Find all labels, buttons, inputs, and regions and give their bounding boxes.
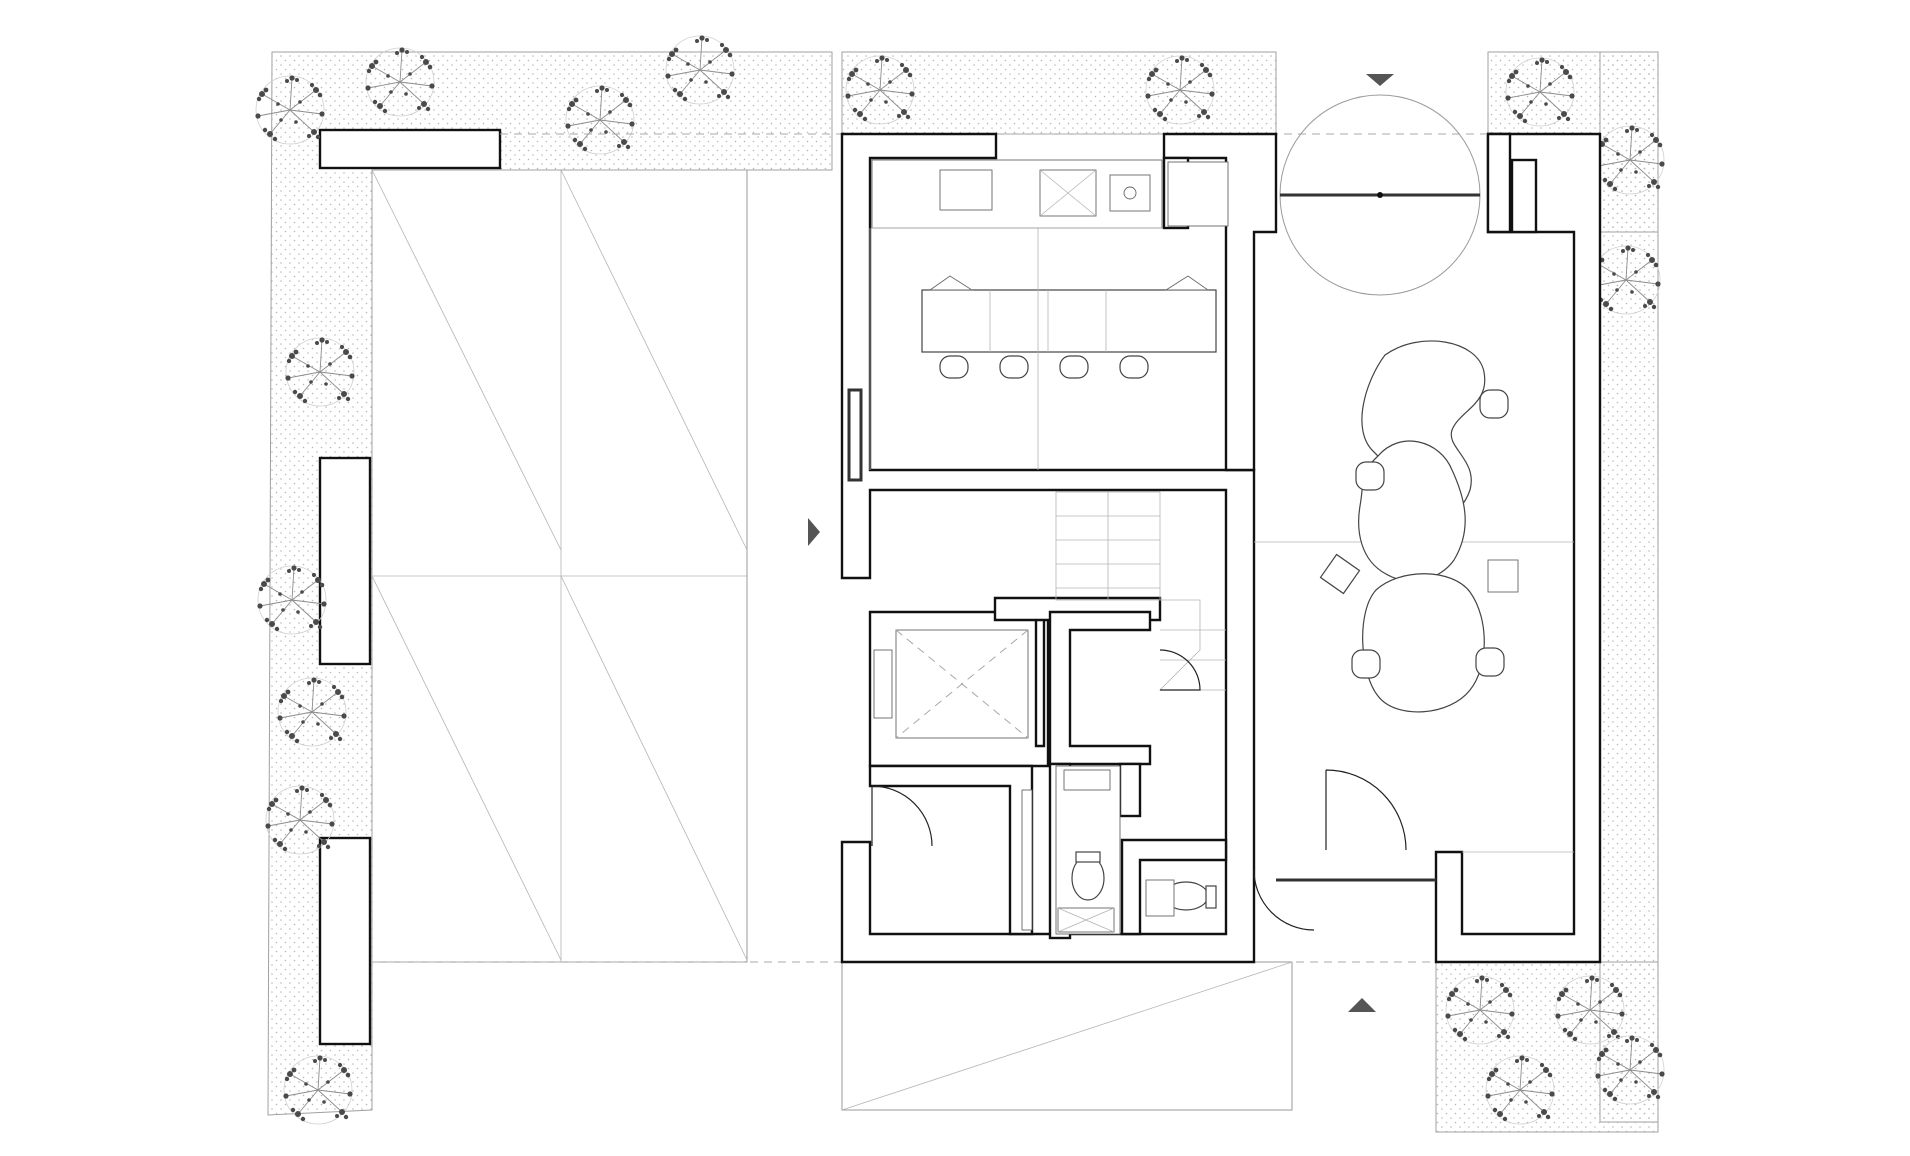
- bathrooms: [1021, 765, 1217, 935]
- drain-cross-2: [1057, 907, 1115, 933]
- side-table-2: [1487, 559, 1519, 593]
- parking-diagonal-3: [371, 575, 562, 961]
- door-swing-icon: [1253, 869, 1315, 931]
- bar-stools: [939, 355, 1149, 379]
- parking-diagonal-4: [560, 575, 748, 961]
- west-window: [847, 388, 863, 482]
- ramp-diagonal: [841, 961, 1293, 1111]
- wall-main-outer: [840, 132, 1256, 964]
- chair-3: [1351, 649, 1381, 679]
- wall-left-mid: [318, 456, 372, 666]
- elevator-panel: [873, 649, 893, 719]
- shower-area: [1055, 765, 1121, 935]
- parking-area: [371, 169, 748, 963]
- section-marker-left: [808, 518, 820, 546]
- stool-1: [939, 355, 969, 379]
- stool-3: [1059, 355, 1089, 379]
- wall-wc-room: [1048, 610, 1152, 766]
- storage-unit: [1167, 161, 1229, 227]
- parking-diagonal-2: [560, 169, 748, 551]
- walls: [840, 132, 1602, 964]
- pivot-entrance: [1279, 94, 1481, 296]
- elevator-cross-2: [895, 629, 1029, 739]
- elevator: [873, 629, 1029, 739]
- wall-living-outer: [1434, 132, 1602, 964]
- dining-table: [1362, 573, 1485, 713]
- planter-bottom-right: [1435, 961, 1659, 1133]
- wall-bath-nib: [1118, 762, 1142, 818]
- wall-bath-2: [1120, 838, 1228, 936]
- section-markers: [808, 74, 1394, 1012]
- parking-diagonal-1: [371, 169, 562, 551]
- door-swing-icon: [1325, 769, 1407, 851]
- wall-left-top: [318, 128, 502, 170]
- wall-left-bottom: [318, 836, 372, 1046]
- stool-2: [999, 355, 1029, 379]
- living-room: [1254, 340, 1574, 853]
- island-lamp-2: [1164, 275, 1210, 291]
- alignment-lines: [372, 133, 1486, 963]
- cooktop: [939, 169, 993, 211]
- stair-landing: [1159, 599, 1226, 691]
- storage-shelf: [1021, 789, 1033, 931]
- stool-4: [1119, 355, 1149, 379]
- left-planter: [267, 51, 833, 1116]
- kitchen: [869, 159, 1229, 470]
- hood-cross-2: [1039, 169, 1097, 217]
- wall-store: [868, 764, 1034, 936]
- wall-living-pier: [1486, 132, 1512, 234]
- toilet-tank: [1075, 851, 1101, 863]
- side-table-1: [1319, 553, 1361, 595]
- island-lamp-1: [928, 275, 974, 291]
- door-swing-icon: [871, 785, 933, 847]
- armchair-1: [1479, 389, 1509, 419]
- entry-ramp: [841, 961, 1293, 1111]
- staircase: [1055, 491, 1226, 691]
- pivot-point: [1377, 192, 1383, 198]
- doors: [871, 649, 1436, 931]
- wall-living-nib: [1510, 158, 1538, 234]
- toilet-tank: [1205, 885, 1217, 909]
- door-swing-icon: [1159, 649, 1201, 691]
- sink-icon: [1145, 879, 1175, 917]
- section-marker-top: [1366, 74, 1394, 86]
- chair-4: [1475, 647, 1505, 677]
- kitchen-island: [921, 289, 1217, 353]
- planter-right-strip: [1599, 51, 1659, 1123]
- drain: [1123, 186, 1137, 200]
- armchair-2: [1355, 461, 1385, 491]
- section-marker-bottom: [1348, 998, 1376, 1012]
- sink-icon: [1063, 769, 1111, 791]
